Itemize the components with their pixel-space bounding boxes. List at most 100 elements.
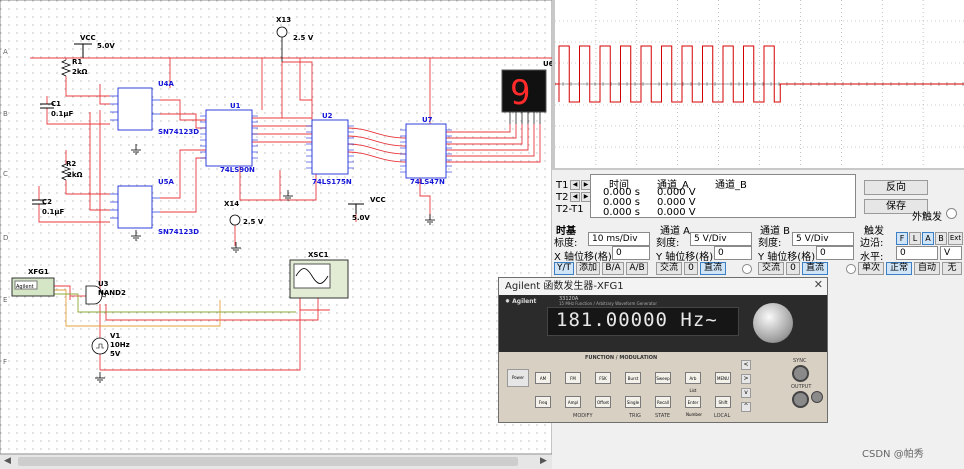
- capacitor-c2[interactable]: C2 0.1μF: [32, 198, 65, 216]
- fg-recall-key[interactable]: Recall: [655, 396, 671, 408]
- oscilloscope-icon-xsc1[interactable]: XSC1: [289, 251, 349, 299]
- fg-power-button[interactable]: Power: [507, 369, 529, 387]
- ext-trigger-terminal[interactable]: [946, 208, 957, 219]
- vcc-source-1[interactable]: VCC 5.0V: [74, 34, 115, 58]
- probe-x13[interactable]: X13 2.5 V: [276, 16, 314, 62]
- t2-left-arrow-icon[interactable]: ◀: [570, 192, 580, 202]
- fg-title-bar[interactable]: Agilent 函数发生器-XFG1: [499, 278, 827, 295]
- chb-zero-button[interactable]: 0: [786, 262, 800, 275]
- capacitor-c1[interactable]: C1 0.1μF: [40, 100, 74, 118]
- wire: [419, 178, 431, 220]
- trigger-auto-button[interactable]: 自动: [914, 262, 940, 275]
- fg-arrow-up-icon[interactable]: ^: [741, 402, 751, 412]
- nand-gate-u3[interactable]: U3 NAND2: [85, 280, 126, 305]
- chb-ypos-field[interactable]: 0: [816, 246, 854, 260]
- mode-add-button[interactable]: 添加: [576, 262, 600, 275]
- fg-offset-key[interactable]: Offset: [595, 396, 611, 408]
- ic-u7[interactable]: U7 74LS47N: [405, 116, 447, 186]
- t1-left-arrow-icon[interactable]: ◀: [570, 180, 580, 190]
- fg-section-function: FUNCTION / MODULATION: [585, 355, 658, 361]
- seg-digit: 9: [510, 73, 530, 113]
- trigger-normal-button[interactable]: 正常: [886, 262, 912, 275]
- cha-terminal[interactable]: [742, 264, 752, 274]
- fg-am-key[interactable]: AM: [535, 372, 551, 384]
- fg-arrow-right-icon[interactable]: >: [741, 374, 751, 384]
- resistor-r2[interactable]: R2 2kΩ: [60, 160, 83, 181]
- cha-dc-button[interactable]: 直流: [700, 262, 726, 275]
- fg-fsk-key[interactable]: FSK: [595, 372, 611, 384]
- cha-scale-label: 刻度:: [656, 238, 680, 249]
- chb-dc-button[interactable]: 直流: [802, 262, 828, 275]
- reverse-button[interactable]: 反向: [864, 180, 928, 195]
- fg-arrow-down-icon[interactable]: v: [741, 388, 751, 398]
- fg-ampl-key[interactable]: Ampl: [565, 396, 581, 408]
- fg-output-label: OUTPUT: [791, 384, 812, 390]
- ic-u5a[interactable]: U5A SN74123D: [110, 178, 199, 236]
- trigger-none-button[interactable]: 无: [942, 262, 962, 275]
- fg-enter-number-key[interactable]: Enter Number: [685, 396, 702, 417]
- save-button[interactable]: 保存: [864, 199, 928, 214]
- vcc-source-2[interactable]: VCC 5.0V: [348, 196, 386, 222]
- close-icon[interactable]: ✕: [813, 278, 823, 291]
- function-generator-window[interactable]: Agilent 函数发生器-XFG1 ✕ ✸ Agilent 33120A 15…: [498, 277, 828, 423]
- timebase-xpos-field[interactable]: 0: [612, 246, 650, 260]
- fg-sweep-key[interactable]: Sweep: [655, 372, 671, 384]
- cha-scale-field[interactable]: 5 V/Div: [690, 232, 752, 246]
- u2-label: U2: [322, 112, 333, 120]
- wire: [446, 124, 517, 139]
- fg-menu-key[interactable]: MENU: [715, 372, 731, 384]
- trigger-source-b-button[interactable]: B: [935, 232, 947, 245]
- row-marker: C: [3, 170, 8, 178]
- fg-shift-key[interactable]: Shift: [715, 396, 731, 408]
- fg-rotary-knob[interactable]: [753, 303, 793, 343]
- schematic-horizontal-scrollbar[interactable]: ◀ ▶: [0, 454, 552, 469]
- ic-u2[interactable]: U2 74LS175N: [311, 112, 352, 186]
- mode-ba-button[interactable]: B/A: [602, 262, 624, 275]
- fg-arrow-left-icon[interactable]: <: [741, 360, 751, 370]
- fg-arb-list-key[interactable]: Arb List: [685, 372, 701, 393]
- mode-yt-button[interactable]: Y/T: [554, 262, 574, 275]
- function-generator-icon-xfg1[interactable]: Agilent XFG1: [11, 268, 55, 297]
- chb-scale-field[interactable]: 5 V/Div: [792, 232, 854, 246]
- trigger-rising-edge-button[interactable]: F: [896, 232, 908, 245]
- fg-ground-connector[interactable]: [811, 391, 823, 403]
- scroll-right-icon[interactable]: ▶: [540, 456, 547, 466]
- trigger-level-unit[interactable]: V: [940, 246, 962, 260]
- resistor-r1[interactable]: R1 2kΩ: [60, 58, 88, 77]
- fg-single-key[interactable]: Single: [625, 396, 641, 408]
- probe-x14[interactable]: X14 2.5 V: [224, 200, 264, 226]
- timebase-scale-field[interactable]: 10 ms/Div: [588, 232, 650, 246]
- trigger-falling-edge-button[interactable]: L: [909, 232, 921, 245]
- trigger-single-button[interactable]: 单次: [858, 262, 884, 275]
- wire: [446, 124, 523, 145]
- fg-output-connector[interactable]: [792, 391, 809, 408]
- ground-symbols: [95, 144, 435, 383]
- fg-burst-key[interactable]: Burst: [625, 372, 641, 384]
- oscilloscope-screen[interactable]: [552, 0, 964, 170]
- voltage-source-v1[interactable]: V1 10Hz 5V: [91, 332, 130, 358]
- trigger-level-field[interactable]: 0: [896, 246, 938, 260]
- schematic-canvas[interactable]: A B C D E F VCC 5.0V R1 2kΩ C1 0.1μF R2 …: [0, 0, 552, 454]
- x13-value: 2.5 V: [293, 34, 314, 42]
- ic-u4a[interactable]: U4A SN74123D: [110, 80, 199, 136]
- fg-freq-key[interactable]: Freq: [535, 396, 551, 408]
- mode-ab-button[interactable]: A/B: [626, 262, 648, 275]
- fg-fm-key[interactable]: FM: [565, 372, 581, 384]
- u7-type: 74LS47N: [410, 178, 445, 186]
- cha-ypos-field[interactable]: 0: [714, 246, 752, 260]
- cha-zero-button[interactable]: 0: [684, 262, 698, 275]
- row-marker: E: [3, 296, 7, 304]
- scroll-left-icon[interactable]: ◀: [4, 456, 11, 466]
- scrollbar-thumb[interactable]: [18, 457, 518, 466]
- wire: [46, 108, 110, 125]
- chb-terminal[interactable]: [846, 264, 856, 274]
- trigger-source-ext-button[interactable]: Ext: [948, 232, 963, 245]
- cha-ac-button[interactable]: 交流: [656, 262, 682, 275]
- fg-sync-connector[interactable]: [792, 365, 809, 382]
- chb-scale-label: 刻度:: [758, 238, 782, 249]
- trigger-source-a-button[interactable]: A: [922, 232, 934, 245]
- chb-ac-button[interactable]: 交流: [758, 262, 784, 275]
- ic-u1[interactable]: U1 74LS90N: [205, 102, 255, 174]
- seven-segment-display-u6[interactable]: U6 9: [501, 60, 552, 124]
- cursor-label-t1: T1: [556, 180, 569, 191]
